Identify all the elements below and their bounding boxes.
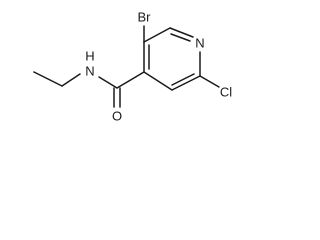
atom-amide-nitrogen: N [85, 64, 94, 79]
bond-c2-n1-inner [170, 33, 191, 42]
bond-c3-c2 [143, 27, 171, 43]
atom-amide-hydrogen: H [85, 49, 94, 64]
bond-c2-n1-outer [169, 27, 194, 38]
bond-c5-c4 [143, 71, 173, 91]
atom-bromine: Br [138, 10, 152, 25]
pyridine-ring [143, 27, 201, 91]
atom-chlorine: Cl [220, 85, 232, 100]
chemical-structure: Br N Cl O N H [33, 10, 232, 124]
bond-n-ch2 [61, 73, 81, 87]
bond-ch2-ch3 [33, 71, 63, 87]
atom-ring-nitrogen: N [195, 36, 204, 51]
atom-oxygen: O [112, 109, 122, 124]
bond-c6-c5-outer [171, 75, 201, 91]
bond-carbonyl-n [98, 76, 118, 89]
bond-c6-cl [199, 75, 220, 88]
bond-c4-carbonyl [116, 71, 145, 89]
bond-c6-c5-inner [171, 73, 195, 86]
